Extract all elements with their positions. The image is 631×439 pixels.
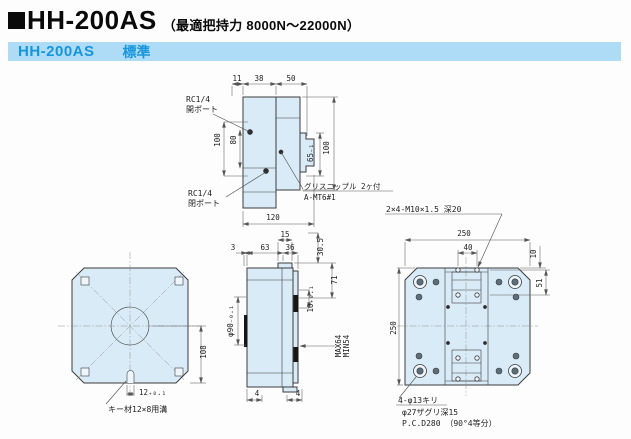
dim-10-tol: 10₊₀.₁ — [306, 285, 315, 312]
bolt-hole-note-2: φ27ザグリ深15 — [402, 407, 458, 417]
dim-phi90: φ90₋₀.₁ — [226, 305, 235, 337]
dim-10: 10 — [529, 249, 538, 259]
grease-nipple-sublabel: A-MT6#1 — [304, 193, 336, 202]
dim-36: 36 — [285, 243, 295, 252]
center-bore — [110, 306, 150, 346]
dim-63: 63 — [260, 243, 269, 252]
dim-11: 11 — [232, 74, 241, 83]
dim-250-top: 250 — [457, 229, 471, 238]
open-port-label-1: RC1/4 — [186, 95, 210, 104]
dim-120: 120 — [266, 213, 280, 222]
section-view: 15 3 63 36 30.5 71 10₊₀.₁ MAX64 MIN54 φ9… — [226, 230, 351, 402]
banner-model: HH-200AS — [18, 43, 95, 60]
bottom-face-dimensions — [105, 325, 206, 405]
top-face-dimensions — [385, 213, 550, 406]
master-jaw-rail — [444, 267, 489, 385]
key-slot — [126, 370, 135, 383]
dim-4-right: 4 — [296, 389, 301, 398]
key-groove-label: キー材12×8用溝 — [108, 404, 167, 414]
leader-lines — [212, 113, 393, 198]
page-header: HH-200AS （最適把持力 8000N～22000N） — [8, 7, 360, 34]
rail-groove-upper — [293, 295, 299, 312]
rail-groove-lower — [293, 347, 299, 362]
dim-40: 40 — [463, 243, 473, 252]
section-view-labels: 15 3 63 36 30.5 71 10₊₀.₁ MAX64 MIN54 φ9… — [226, 230, 351, 398]
bolt-hole-note-1: 4-φ13キリ — [398, 396, 438, 405]
banner-variant: 標準 — [122, 43, 151, 60]
bottom-face-labels: 108 12₊₀.₁ キー材12×8用溝 — [108, 345, 208, 414]
dim-38: 38 — [254, 74, 264, 83]
corner-hole — [80, 276, 90, 286]
top-view-dimensions — [222, 82, 338, 227]
corner-hole — [174, 367, 184, 377]
corner-hole — [174, 276, 184, 286]
corner-hole — [80, 367, 90, 377]
dim-51: 51 — [535, 278, 544, 287]
mounting-bolt-holes — [413, 275, 522, 378]
page-subtitle: （最適把持力 8000N～22000N） — [162, 18, 361, 33]
dim-250-left: 250 — [389, 321, 398, 335]
spigot-edge — [244, 315, 248, 347]
dim-108: 108 — [199, 345, 208, 359]
model-banner: HH-200AS 標準 — [8, 42, 621, 61]
stroke-max: MAX64 — [334, 334, 343, 357]
dim-15: 15 — [280, 230, 289, 239]
stroke-min: MIN54 — [342, 334, 351, 357]
dim-4-left: 4 — [255, 389, 260, 398]
dim-80: 80 — [229, 135, 238, 145]
section-marker-icon — [8, 12, 25, 29]
dim-100-left: 100 — [213, 133, 222, 147]
bottom-face-view: 108 12₊₀.₁ キー材12×8用溝 — [58, 252, 208, 414]
dim-50: 50 — [286, 74, 296, 83]
dim-100-right: 100 — [322, 141, 331, 155]
page-title: HH-200AS — [27, 5, 157, 35]
dim-71: 71 — [330, 275, 339, 284]
section-view-dimensions — [234, 232, 336, 402]
dim-30-5: 30.5 — [316, 238, 325, 256]
close-port-label-1: RC1/4 — [188, 189, 212, 198]
dim-12-tol: 12₊₀.₁ — [139, 388, 166, 397]
top-face-labels: 2×4-M10×1.5 深20 250 40 10 51 250 4-φ13キリ… — [386, 205, 544, 428]
dim-65: 65₋₁ — [306, 144, 315, 162]
open-port-label-2: 開ポート — [186, 105, 218, 114]
grease-nipple-label: グリスニップル 2ヶ付 — [304, 181, 381, 191]
tap-spec-label: 2×4-M10×1.5 深20 — [386, 205, 462, 214]
top-side-view: 11 38 50 100 80 65₋₁ 100 120 RC1/4 開ポート … — [186, 74, 393, 227]
close-port-label-2: 閉ポート — [188, 199, 220, 208]
bolt-hole-note-3: P.C.D280 （90°4等分） — [402, 418, 497, 428]
close-port-hole — [263, 168, 269, 174]
dim-3: 3 — [231, 243, 236, 252]
top-face-view: 2×4-M10×1.5 深20 250 40 10 51 250 4-φ13キリ… — [385, 205, 550, 428]
top-view-labels: 11 38 50 100 80 65₋₁ 100 120 RC1/4 開ポート … — [186, 74, 381, 222]
